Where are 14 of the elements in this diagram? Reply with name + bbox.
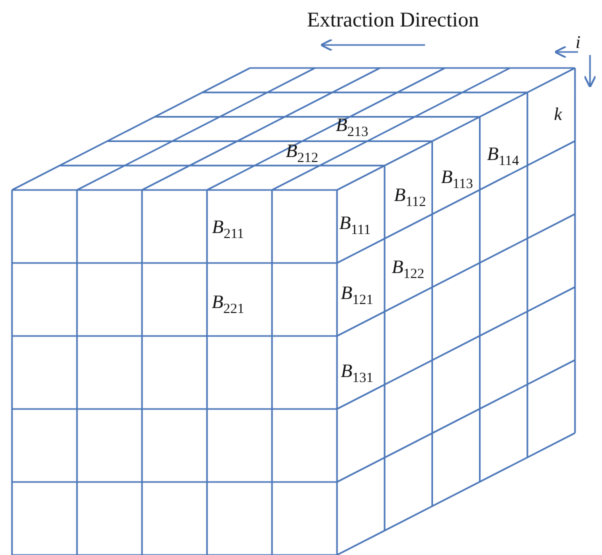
block-label: B$_{122}$ [392,258,424,282]
block-label: B$_{221}$ [212,293,244,317]
block-label: B$_{113}$ [440,168,474,192]
direction-label: Extraction Direction [306,10,480,30]
block-label: B$_{213}$ [336,116,368,140]
axis-label: i [576,33,580,51]
block-label: B$_{114}$ [486,145,520,169]
block-label: B$_{131}$ [340,362,374,386]
block-label: B$_{212}$ [286,142,318,166]
block-label: B$_{111}$ [339,214,371,238]
block-label: B$_{211}$ [212,218,244,242]
block-label: B$_{112}$ [394,186,426,210]
block-label: B$_{121}$ [340,284,374,308]
axis-label: k [554,105,562,123]
